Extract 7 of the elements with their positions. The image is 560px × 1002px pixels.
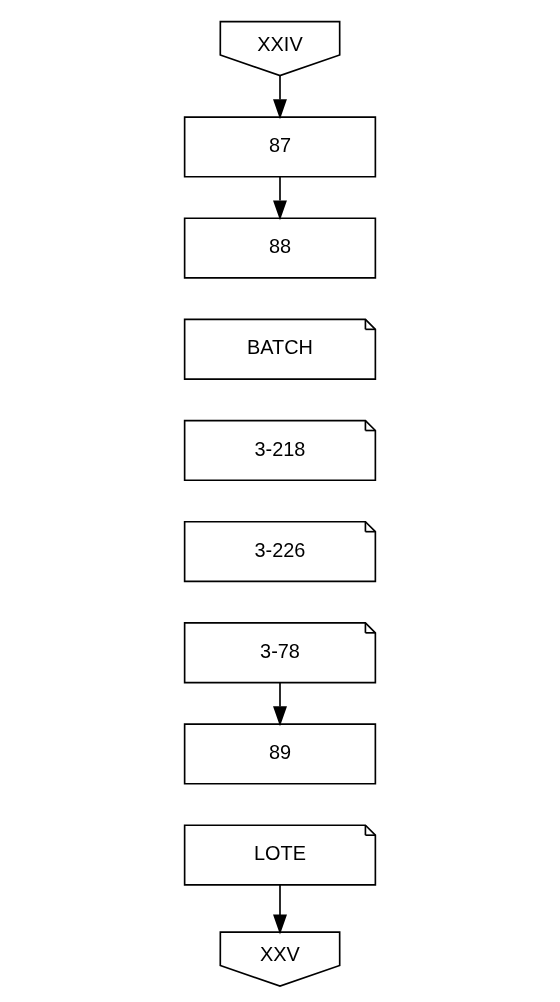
node-box: 88	[183, 217, 377, 279]
arrow	[273, 884, 287, 935]
node-box: 87	[183, 116, 377, 178]
arrow	[273, 176, 287, 221]
arrow	[273, 681, 287, 727]
node-box: 89	[183, 723, 377, 785]
arrow	[273, 74, 287, 120]
